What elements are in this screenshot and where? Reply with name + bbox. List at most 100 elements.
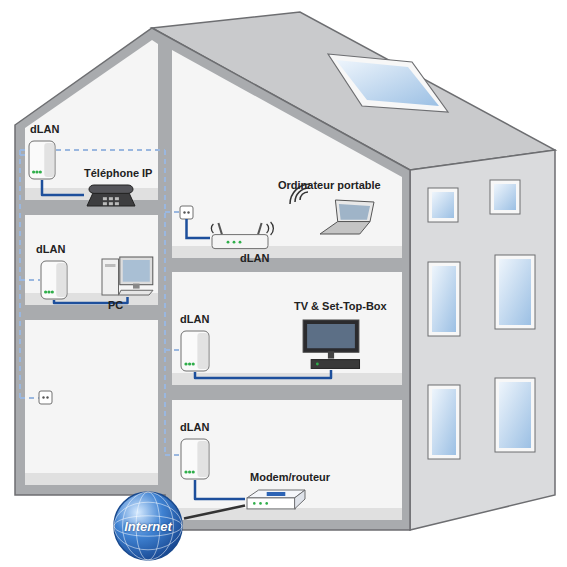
- tv-stand: [328, 351, 334, 358]
- laptop-screen: [339, 204, 370, 220]
- adapter-body: [41, 261, 67, 299]
- modem-led: [265, 502, 268, 505]
- device-node: dLAN: [40, 260, 68, 300]
- router-led: [227, 241, 230, 244]
- power-wire: [20, 154, 28, 156]
- window: [495, 255, 535, 329]
- phone-key: [109, 202, 113, 205]
- room-floor: [172, 246, 402, 258]
- cable-link: [42, 180, 84, 195]
- power-wire: [165, 211, 182, 213]
- modem-led: [259, 502, 262, 505]
- modem-led: [253, 502, 256, 505]
- adapter-led: [188, 470, 191, 473]
- device-label: TV & Set-Top-Box: [294, 300, 387, 313]
- wifi-wave: [267, 224, 269, 233]
- pc-tower: [102, 259, 119, 295]
- modem-side: [295, 490, 305, 509]
- adapter-led: [192, 362, 195, 365]
- room: [172, 272, 402, 385]
- power-wire: [165, 454, 180, 456]
- outlet-pin: [42, 396, 44, 398]
- adapter-led: [44, 290, 47, 293]
- phone-key: [103, 202, 107, 205]
- adapter-side: [56, 263, 66, 297]
- device-node: dLAN: [28, 140, 56, 180]
- modem-front: [247, 498, 295, 509]
- device-cable: [187, 219, 211, 238]
- adapter-led: [192, 470, 195, 473]
- window: [490, 180, 520, 214]
- device-node: PC: [100, 255, 155, 297]
- phone-key: [109, 197, 113, 200]
- adapter-led: [39, 170, 42, 173]
- device-icon: [100, 255, 155, 297]
- device-label: Modem/routeur: [250, 471, 330, 484]
- window: [428, 262, 460, 336]
- power-wire: [165, 349, 180, 351]
- router-antenna: [218, 223, 222, 235]
- device-label: dLAN: [36, 243, 65, 256]
- device-label: dLAN: [240, 252, 269, 265]
- window-glass: [432, 389, 456, 455]
- device-node: Modem/routeur: [245, 488, 307, 510]
- device-node: Ordinateur portable: [318, 198, 376, 236]
- router-led: [239, 241, 242, 244]
- globe-label: Internet: [112, 520, 184, 533]
- outlet-pin: [183, 211, 185, 213]
- modem-logo: [267, 492, 286, 496]
- side-wall: [410, 150, 555, 530]
- window: [428, 385, 460, 459]
- device-label: dLAN: [180, 421, 209, 434]
- phone-base: [87, 193, 135, 206]
- pc-stand: [133, 284, 140, 289]
- device-label: Téléphone IP: [84, 167, 152, 180]
- wifi-wave: [300, 192, 308, 200]
- wall-outlet: [180, 206, 193, 219]
- adapter-led: [32, 170, 35, 173]
- window: [428, 188, 458, 222]
- device-node: TV & Set-Top-Box: [300, 318, 362, 370]
- power-wire: [164, 150, 166, 455]
- pc-drive: [105, 264, 116, 267]
- adapter-body: [181, 439, 209, 479]
- adapter-side: [44, 143, 54, 177]
- power-wire: [20, 279, 40, 281]
- set-top-box: [311, 360, 359, 369]
- window-glass: [432, 266, 456, 332]
- room-floor: [25, 473, 158, 485]
- outlet-pin: [187, 211, 189, 213]
- laptop-base: [320, 222, 370, 234]
- wall-outlet: [39, 391, 52, 404]
- adapter-led: [184, 362, 187, 365]
- window: [495, 378, 535, 452]
- device-label: dLAN: [30, 123, 59, 136]
- device-label: Ordinateur portable: [278, 179, 381, 192]
- pc-keyboard: [119, 290, 153, 295]
- adapter-body: [29, 141, 55, 179]
- window-glass: [499, 259, 531, 325]
- window-glass: [494, 184, 516, 210]
- adapter-led: [184, 470, 187, 473]
- front-cut-face: [15, 28, 410, 530]
- cable-link: [195, 370, 331, 378]
- room: [25, 215, 158, 305]
- device-icon: [28, 140, 56, 180]
- device-icon: [210, 222, 270, 250]
- skylight-frame: [328, 54, 448, 112]
- device-node: dLAN: [180, 438, 210, 480]
- pc-monitor: [120, 257, 153, 285]
- adapter-body: [181, 331, 209, 371]
- adapter-led: [35, 170, 38, 173]
- skylight-glass: [336, 60, 439, 106]
- tv-frame: [303, 320, 359, 352]
- device-icon: [318, 198, 376, 236]
- phone-handset: [89, 185, 133, 193]
- device-label: dLAN: [180, 313, 209, 326]
- room: [172, 50, 402, 258]
- device-icon: [40, 260, 68, 300]
- adapter-led: [51, 290, 54, 293]
- tv-screen: [307, 324, 355, 348]
- phone-key: [115, 202, 119, 205]
- adapter-led: [47, 290, 50, 293]
